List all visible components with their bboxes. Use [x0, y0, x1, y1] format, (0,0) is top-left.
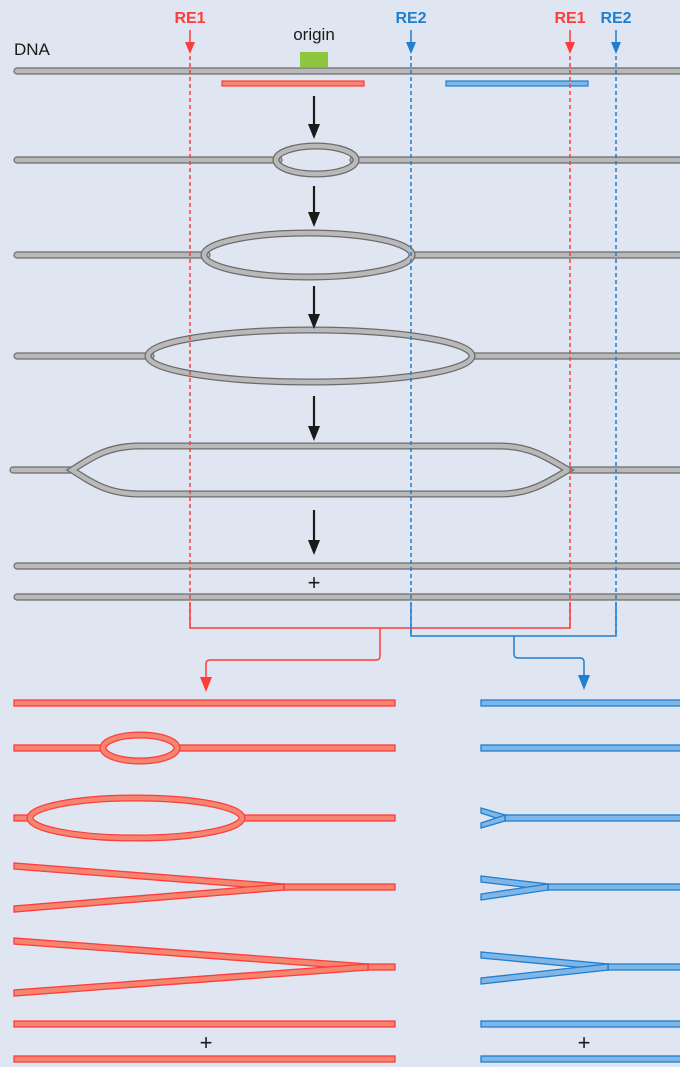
re1-frag-fork-1: [13, 862, 396, 913]
dna-daughter-bottom: [13, 593, 680, 601]
re1-frag-linear: [13, 699, 396, 707]
re2-connector-arrowhead: [578, 675, 590, 690]
re1-frag-daughter-bottom: [13, 1055, 396, 1063]
re1-frag-small-bubble: [13, 731, 396, 765]
re1-connector-arrowhead: [200, 677, 212, 692]
re2-fragment-bar: [445, 80, 589, 87]
plus-gray: +: [308, 570, 321, 595]
re2-label-left: RE2: [395, 10, 426, 27]
plus-red: +: [200, 1030, 213, 1055]
dna-label: DNA: [14, 40, 51, 59]
re2-frag-daughter-bottom: [480, 1055, 680, 1063]
re2-frag-fork-3: [480, 951, 680, 985]
re2-frag-fork-2: [480, 875, 680, 901]
origin-label: origin: [293, 25, 335, 44]
plus-blue: +: [578, 1030, 591, 1055]
dna-linear: [13, 67, 680, 75]
re2-frag-daughter-top: [480, 1020, 680, 1028]
step-arrow-3: [308, 286, 320, 329]
re1-frag-fork-2: [13, 937, 396, 997]
dna-daughter-top: [13, 562, 680, 570]
re2-bracket: [410, 603, 617, 637]
re1-label-left: RE1: [174, 10, 205, 27]
dna-forks: [9, 442, 680, 498]
re1-bracket: [189, 603, 571, 629]
dna-large-bubble: [13, 326, 680, 386]
re1-frag-daughter-top: [13, 1020, 396, 1028]
step-arrow-4: [308, 396, 320, 441]
re1-connector: [205, 628, 381, 680]
step-arrow-5: [308, 510, 320, 555]
re1-arrow-right: [565, 30, 575, 54]
re1-fragment-bar: [221, 80, 365, 87]
re2-connector: [513, 636, 585, 678]
re2-frag-fork-1: [480, 807, 680, 829]
re2-label-right: RE2: [600, 10, 631, 27]
re2-arrow-right: [611, 30, 621, 54]
re1-frag-large-bubble: [13, 794, 396, 842]
re1-label-right: RE1: [554, 10, 585, 27]
dna-small-bubble: [13, 142, 680, 178]
dna-medium-bubble: [13, 229, 680, 281]
step-arrow-1: [308, 96, 320, 139]
re2-arrow-left: [406, 30, 416, 54]
step-arrow-2: [308, 186, 320, 227]
re2-frag-linear-2: [480, 744, 680, 752]
origin-marker: [300, 52, 328, 67]
re2-frag-linear-1: [480, 699, 680, 707]
re1-arrow-left: [185, 30, 195, 54]
